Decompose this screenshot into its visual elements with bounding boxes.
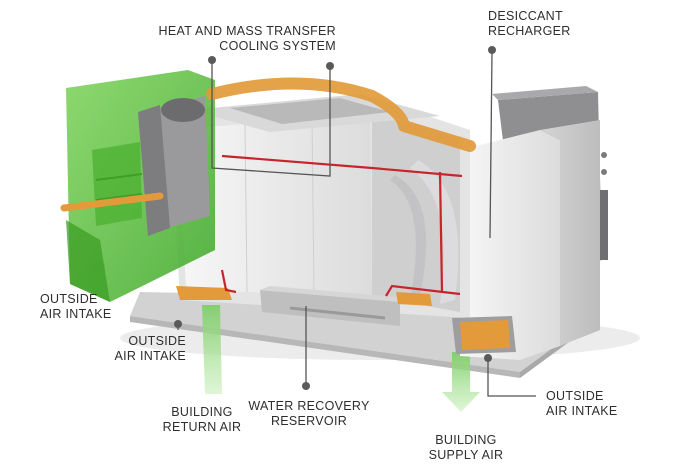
label-outside-air-intake-left: OUTSIDE AIR INTAKE	[40, 292, 112, 321]
building-supply-air-arrow	[442, 352, 480, 412]
cooling-module-body	[170, 94, 470, 318]
orange-intake-mid	[396, 292, 432, 306]
label-building-return-air: BUILDING RETURN AIR	[162, 405, 242, 434]
label-building-supply-air: BUILDING SUPPLY AIR	[428, 433, 504, 462]
label-heat-mass-transfer: HEAT AND MASS TRANSFER COOLING SYSTEM	[158, 24, 336, 53]
label-desiccant-recharger: DESICCANT RECHARGER	[488, 9, 571, 38]
desiccant-recharger-unit	[460, 86, 608, 360]
label-water-recovery-reservoir: WATER RECOVERY RESERVOIR	[248, 399, 370, 428]
building-return-air-arrow	[202, 305, 222, 394]
green-intake-module	[66, 70, 215, 302]
label-outside-air-intake-mid: OUTSIDE AIR INTAKE	[114, 334, 186, 363]
orange-intake-left	[176, 286, 232, 300]
callout-dots	[174, 46, 496, 390]
orange-ducts	[60, 77, 476, 212]
refrigerant-pipes	[220, 154, 463, 297]
callout-lines	[177, 51, 536, 397]
orange-intake-right	[452, 316, 516, 354]
label-outside-air-intake-right: OUTSIDE AIR INTAKE	[546, 389, 618, 418]
